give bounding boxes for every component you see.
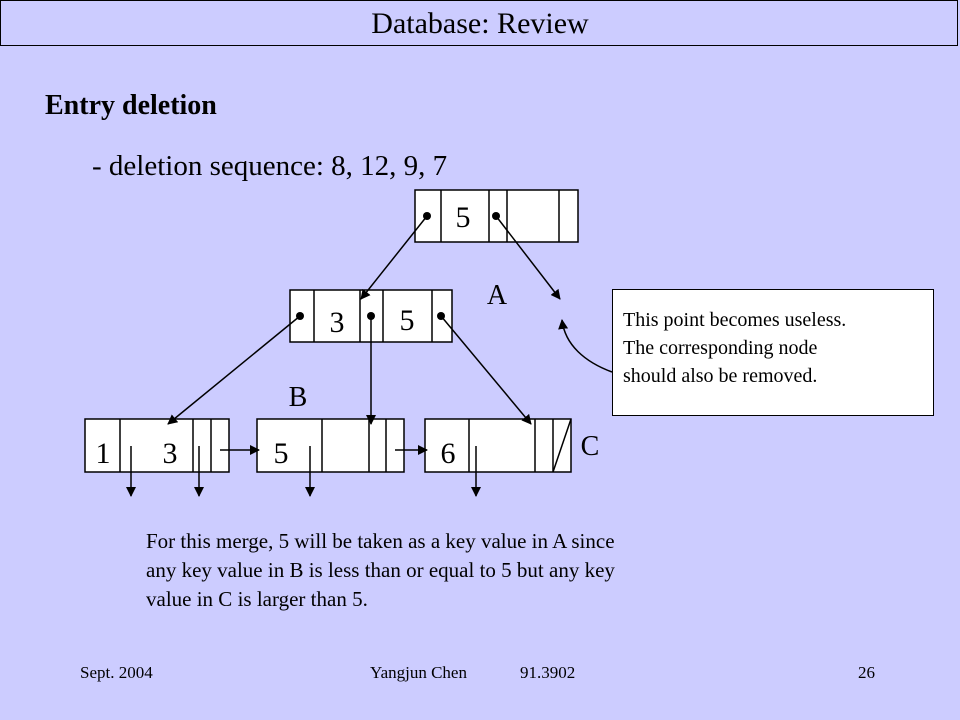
leaf1-key-2: 3 xyxy=(163,437,178,470)
callout-line-1: This point becomes useless. xyxy=(623,309,847,331)
callout-line-3: should also be removed. xyxy=(623,365,818,387)
arrow-internal-to-leaf3 xyxy=(440,315,532,425)
internal-key-2: 5 xyxy=(400,304,415,337)
arrow-root-to-internal xyxy=(360,215,428,300)
internal-key-1: 3 xyxy=(330,306,345,339)
callout-box: This point becomes useless. The correspo… xyxy=(612,289,934,416)
leaf1-key-1: 1 xyxy=(96,437,111,470)
footer-page-number: 26 xyxy=(858,663,875,682)
footer-date: Sept. 2004 xyxy=(80,663,153,682)
deletion-sequence: - deletion sequence: 8, 12, 9, 7 xyxy=(92,150,448,182)
slide-title: Database: Review xyxy=(371,7,589,40)
label-c: C xyxy=(581,431,600,462)
footer-author: Yangjun Chen xyxy=(370,663,467,682)
section-heading: Entry deletion xyxy=(45,90,217,121)
leaf-node-3: 6 xyxy=(424,418,572,473)
leaf-node-1: 1 3 xyxy=(84,418,230,473)
pointer-arrows xyxy=(126,215,613,497)
leaf3-key: 6 xyxy=(441,437,456,470)
label-a: A xyxy=(487,280,508,311)
arrow-root-to-removed xyxy=(495,215,561,300)
footer-course: 91.3902 xyxy=(520,663,576,682)
merge-note: For this merge, 5 will be taken as a key… xyxy=(146,527,766,614)
leaf2-key: 5 xyxy=(274,437,289,470)
title-bar xyxy=(0,0,958,46)
merge-note-line-3: value in C is larger than 5. xyxy=(146,587,368,611)
arrow-callout-to-point xyxy=(558,319,613,373)
arrow-internal-to-leaf1 xyxy=(167,315,301,425)
merge-note-line-1: For this merge, 5 will be taken as a key… xyxy=(146,529,615,553)
label-b: B xyxy=(289,382,308,413)
leaf-node-2: 5 xyxy=(256,418,405,473)
root-key: 5 xyxy=(456,201,471,234)
merge-note-line-2: any key value in B is less than or equal… xyxy=(146,558,615,582)
callout-line-2: The corresponding node xyxy=(623,337,818,359)
